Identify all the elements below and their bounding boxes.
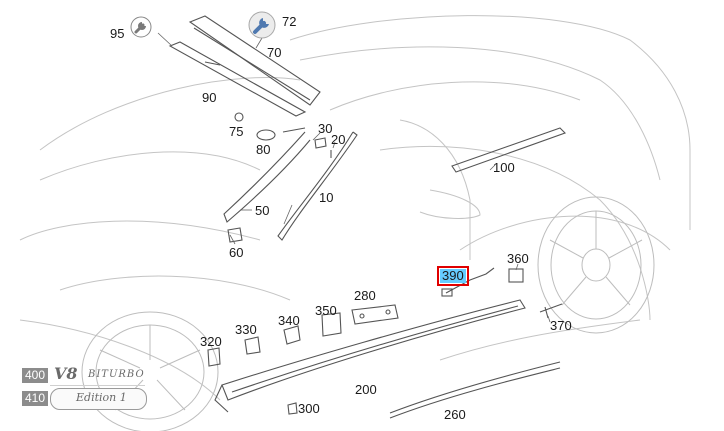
callout-370[interactable]: 370 bbox=[550, 318, 572, 333]
badge-edition-1-plate bbox=[50, 388, 147, 410]
callout-95[interactable]: 95 bbox=[110, 26, 125, 41]
callout-72[interactable]: 72 bbox=[282, 14, 297, 29]
callout-10[interactable]: 10 bbox=[319, 190, 334, 205]
callout-75[interactable]: 75 bbox=[229, 124, 244, 139]
wrench-icon-right bbox=[248, 11, 276, 39]
wrench-icon[interactable] bbox=[130, 16, 152, 38]
callout-280[interactable]: 280 bbox=[354, 288, 376, 303]
callout-410[interactable]: 410 bbox=[22, 391, 49, 406]
callout-320[interactable]: 320 bbox=[200, 334, 222, 349]
callout-50[interactable]: 50 bbox=[255, 203, 270, 218]
callout-390-selected[interactable]: 390 bbox=[437, 266, 469, 286]
callout-20[interactable]: 20 bbox=[331, 132, 346, 147]
callout-90[interactable]: 90 bbox=[202, 90, 217, 105]
callout-360[interactable]: 360 bbox=[507, 251, 529, 266]
wrench-icon[interactable] bbox=[247, 10, 277, 40]
wrench-icon-left bbox=[130, 16, 152, 38]
callout-70[interactable]: 70 bbox=[267, 45, 282, 60]
callout-400[interactable]: 400 bbox=[22, 368, 49, 383]
callout-100[interactable]: 100 bbox=[493, 160, 515, 175]
badge-biturbo: BITURBO bbox=[88, 369, 145, 380]
badge-v8-outline bbox=[50, 365, 145, 386]
callout-340[interactable]: 340 bbox=[278, 313, 300, 328]
callout-330[interactable]: 330 bbox=[235, 322, 257, 337]
callout-200[interactable]: 200 bbox=[355, 382, 377, 397]
callout-80[interactable]: 80 bbox=[256, 142, 271, 157]
callout-30[interactable]: 30 bbox=[318, 121, 333, 136]
callout-350[interactable]: 350 bbox=[315, 303, 337, 318]
callout-260[interactable]: 260 bbox=[444, 407, 466, 422]
callout-300[interactable]: 300 bbox=[298, 401, 320, 416]
badge-v8: V8 bbox=[54, 364, 78, 383]
badge-edition-1: Edition 1 bbox=[76, 391, 127, 404]
callout-60[interactable]: 60 bbox=[229, 245, 244, 260]
